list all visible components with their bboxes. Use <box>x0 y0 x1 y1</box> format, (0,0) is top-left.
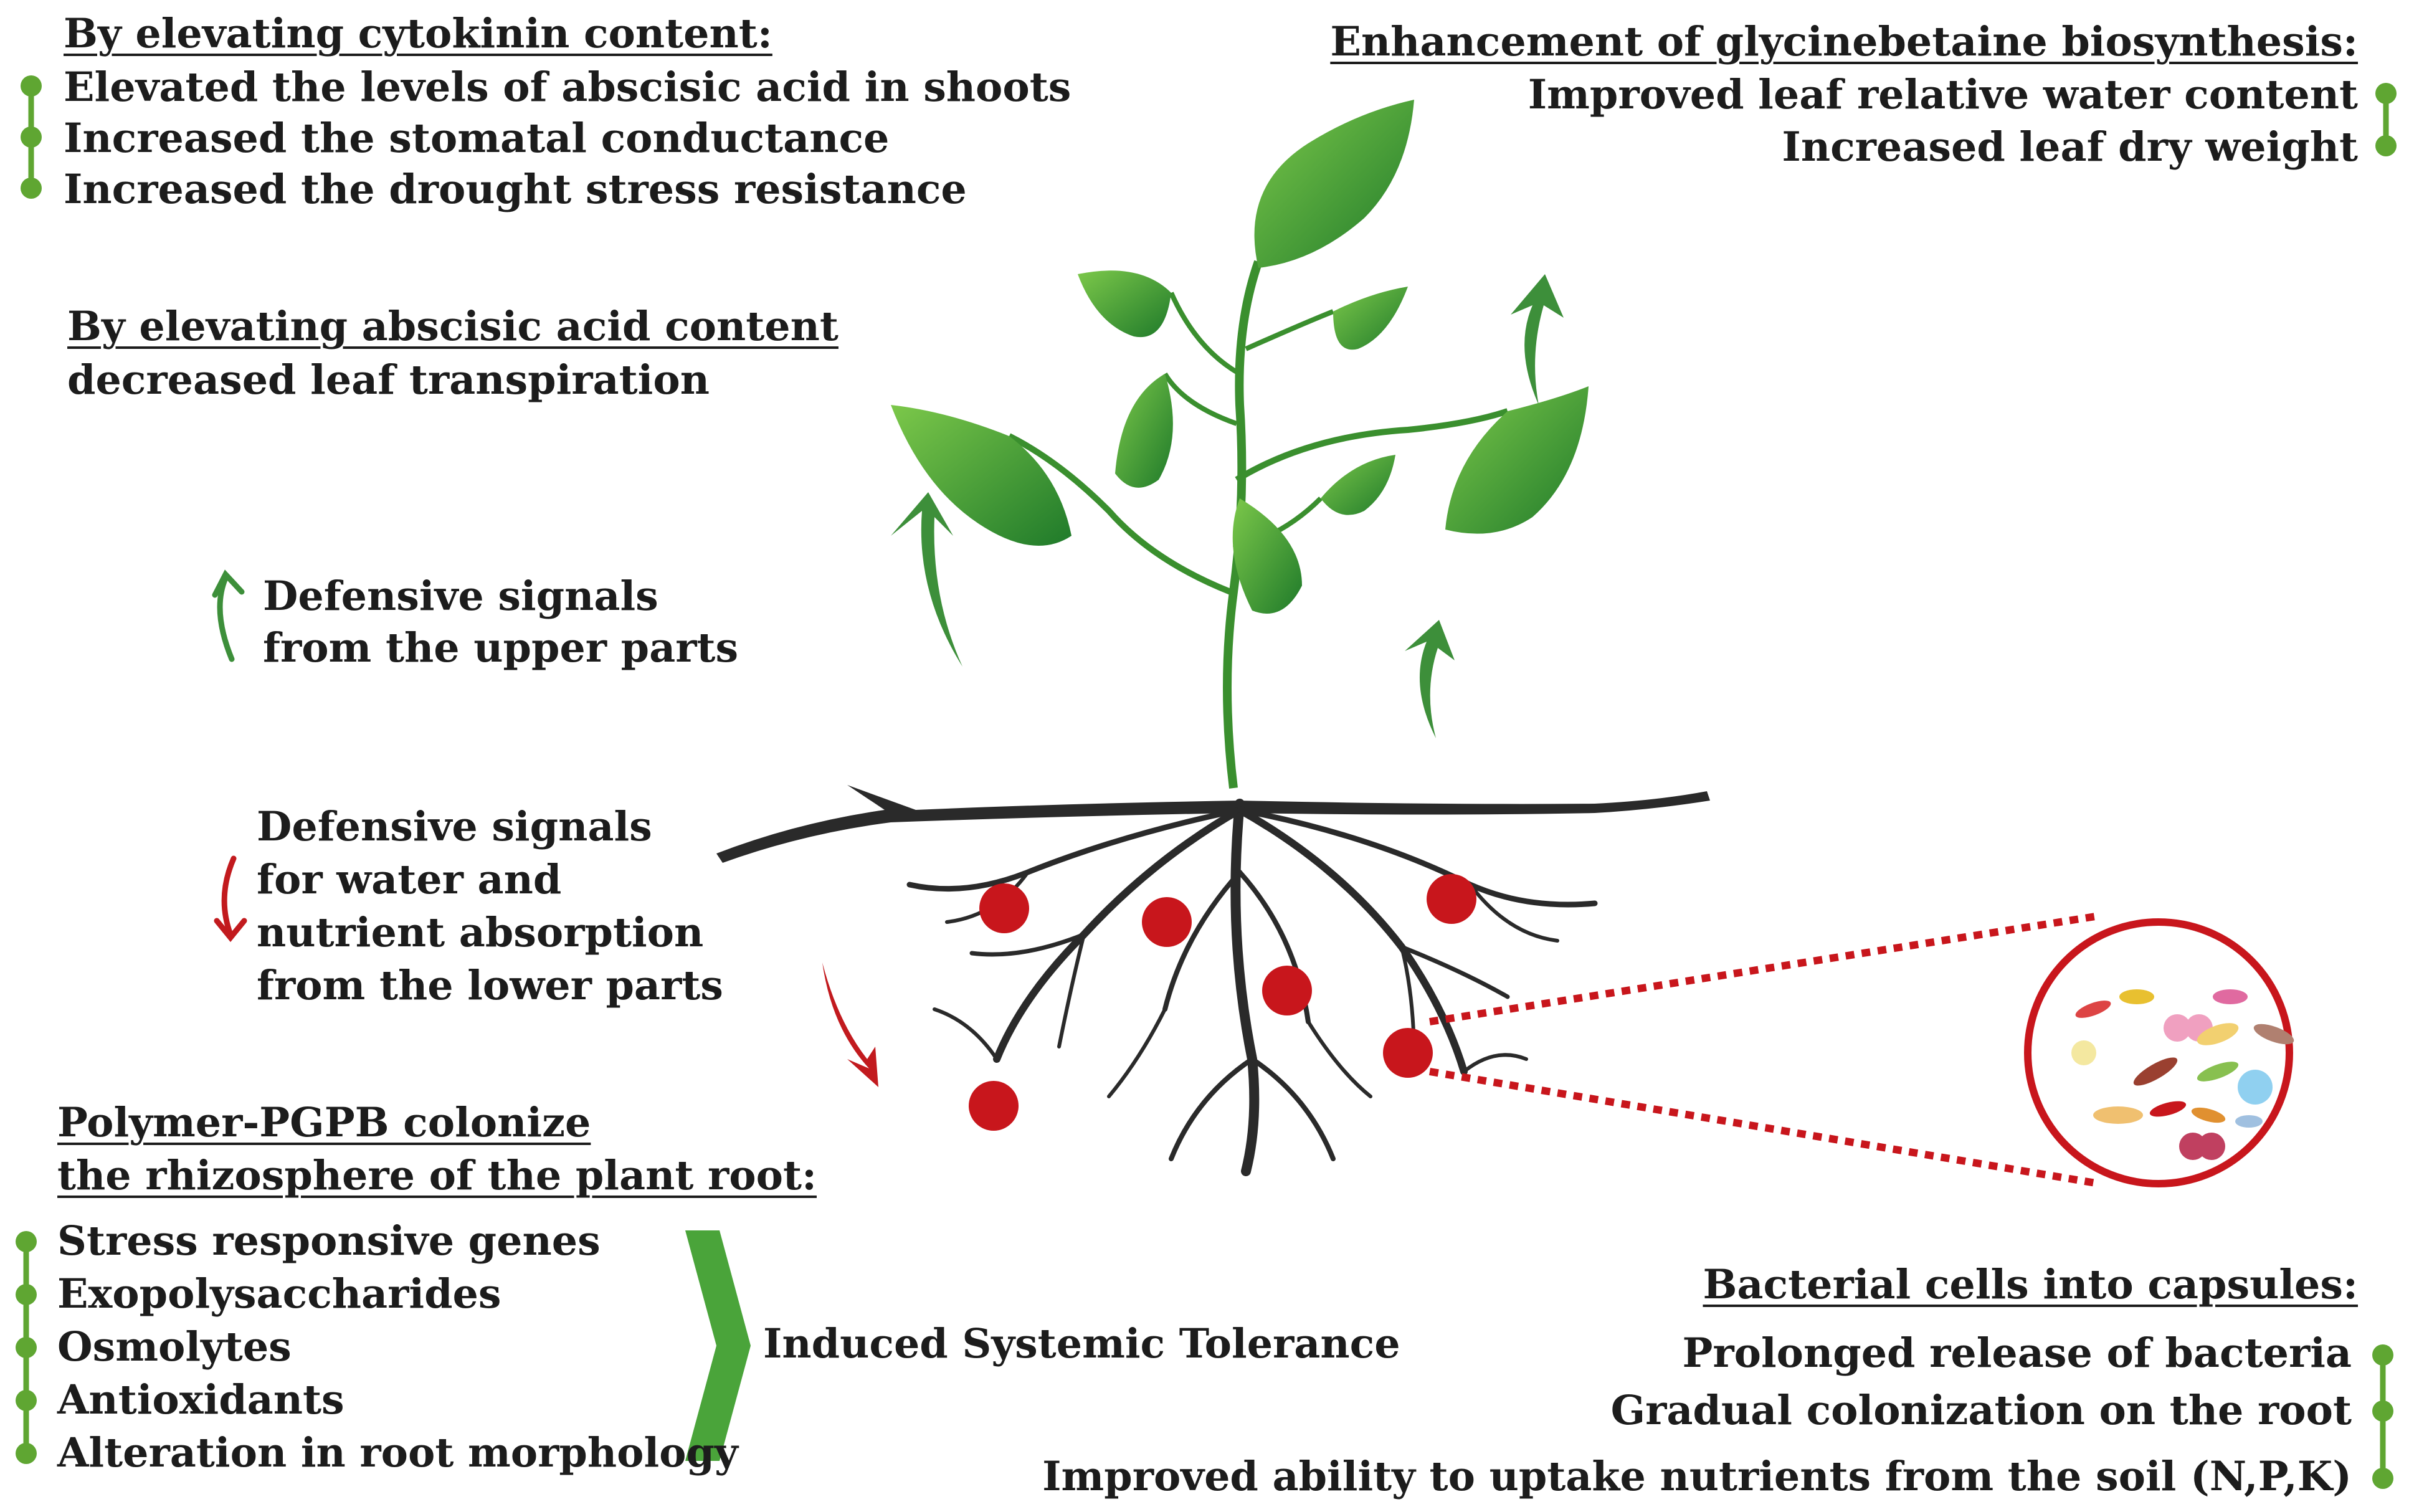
glycinebetaine-heading: Enhancement of glycinebetaine biosynthes… <box>1330 18 2358 65</box>
up-arrow-icon <box>891 274 1564 738</box>
lower-signals-line: from the lower parts <box>257 962 723 1009</box>
abscisic-line: decreased leaf transpiration <box>67 356 710 404</box>
zoom-lines <box>1429 912 2100 1187</box>
upper-signals-line: Defensive signals <box>263 573 658 620</box>
abscisic-heading: By elevating abscisic acid content <box>67 303 839 350</box>
glycinebetaine-bullets <box>2375 83 2397 156</box>
cytokinin-bullets <box>21 75 42 199</box>
capsules-item: Improved ability to uptake nutrients fro… <box>1042 1453 2352 1500</box>
capsules-item: Gradual colonization on the root <box>1610 1387 2352 1434</box>
bacteria-dots <box>969 874 1476 1131</box>
cytokinin-item: Increased the stomatal conductance <box>64 115 890 162</box>
capsules-bullets <box>2372 1344 2393 1489</box>
polymer-item: Alteration in root morphology <box>57 1429 738 1476</box>
capsules-item: Prolonged release of bacteria <box>1682 1329 2352 1377</box>
polymer-bullets <box>16 1231 37 1464</box>
cytokinin-heading: By elevating cytokinin content: <box>64 10 772 57</box>
cytokinin-item: Increased the drought stress resistance <box>64 166 967 213</box>
polymer-item: Osmolytes <box>57 1323 292 1371</box>
down-arrow-icon <box>822 963 878 1087</box>
plant-shoot <box>891 100 1589 789</box>
upper-signals-line: from the upper parts <box>263 624 739 672</box>
ist-label: Induced Systemic Tolerance <box>763 1320 1400 1367</box>
down-arrow-icon <box>214 855 247 943</box>
chevron-right-icon <box>685 1230 751 1461</box>
polymer-heading: Polymer-PGPB colonize <box>57 1099 591 1146</box>
lower-signals-line: Defensive signals <box>257 803 652 850</box>
plant-roots <box>906 799 1598 1176</box>
capsules-heading: Bacterial cells into capsules: <box>1703 1261 2358 1308</box>
lower-signals-line: for water and <box>257 856 562 903</box>
polymer-item: Antioxidants <box>57 1376 344 1424</box>
cytokinin-item: Elevated the levels of abscisic acid in … <box>64 64 1071 111</box>
polymer-heading: the rhizosphere of the plant root: <box>57 1152 817 1199</box>
glycinebetaine-item: Increased leaf dry weight <box>1782 123 2358 171</box>
up-arrow-icon <box>212 569 245 662</box>
magnified-bacteria <box>2024 918 2294 1187</box>
lower-signals-line: nutrient absorption <box>257 909 704 956</box>
soil-line <box>716 785 1710 863</box>
glycinebetaine-item: Improved leaf relative water content <box>1528 71 2358 118</box>
polymer-item: Stress responsive genes <box>57 1217 601 1265</box>
polymer-item: Exopolysaccharides <box>57 1270 501 1318</box>
